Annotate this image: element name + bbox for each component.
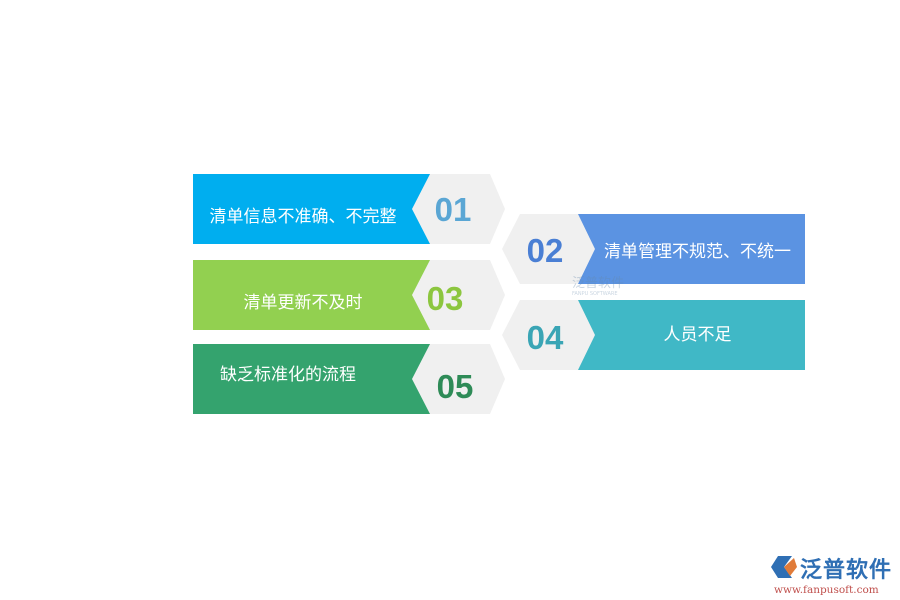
bar-01 <box>193 174 453 244</box>
label-01: 清单信息不准确、不完整 <box>209 206 397 227</box>
number-03: 03 <box>426 280 464 317</box>
number-02: 02 <box>526 232 564 269</box>
watermark-name: 泛普软件 <box>572 276 625 291</box>
logo-url: www.fanpusoft.com <box>774 584 879 596</box>
label-05: 缺乏标准化的流程 <box>220 364 356 385</box>
label-03: 清单更新不及时 <box>243 292 363 313</box>
label-02: 清单管理不规范、不统一 <box>604 241 791 262</box>
logo-name: 泛普软件 <box>800 558 893 583</box>
hex-badge-04 <box>502 300 595 370</box>
brand-logo: 泛普软件 www.fanpusoft.com <box>770 552 895 596</box>
hex-badge-01 <box>412 174 505 244</box>
number-01: 01 <box>434 191 472 228</box>
watermark-sub: FANPU SOFTWARE <box>572 291 618 297</box>
bar-05 <box>193 344 453 414</box>
label-04: 人员不足 <box>663 324 732 345</box>
hex-badge-03 <box>412 260 505 330</box>
hex-badge-02 <box>502 214 595 284</box>
logo-icon <box>771 556 797 578</box>
watermark: 泛普软件 FANPU SOFTWARE <box>550 272 624 297</box>
hex-badge-05 <box>412 344 505 414</box>
number-05: 05 <box>436 368 474 405</box>
bar-03 <box>193 260 453 330</box>
number-04: 04 <box>526 319 564 356</box>
